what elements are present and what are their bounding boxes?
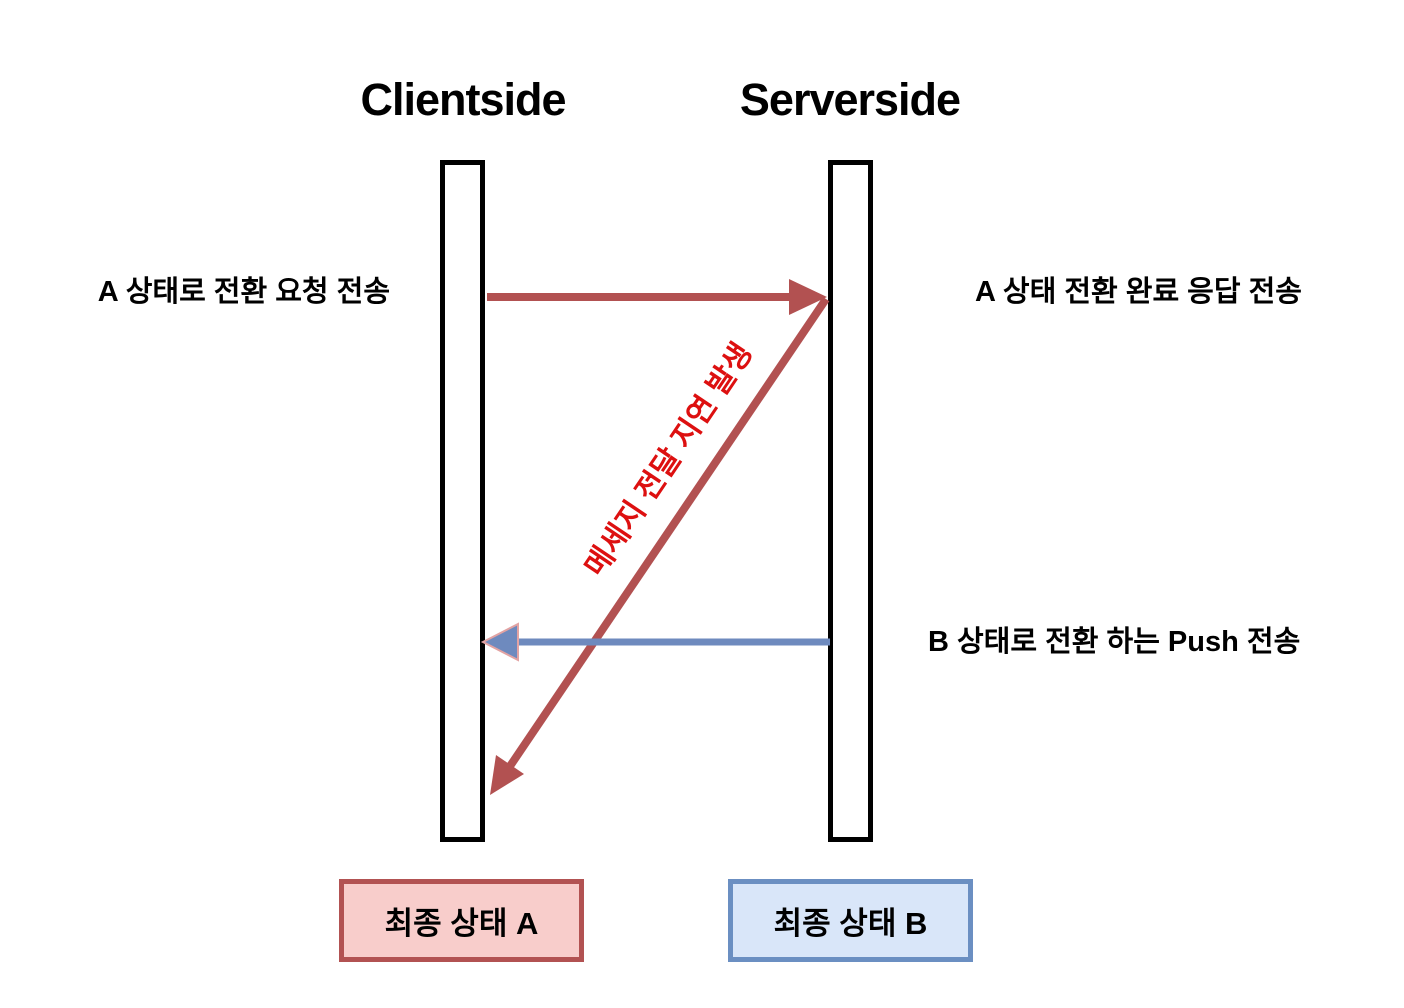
delayed-response-arrowhead bbox=[490, 755, 524, 795]
final-state-a-box: 최종 상태 A bbox=[339, 879, 584, 962]
push-message-label: B 상태로 전환 하는 Push 전송 bbox=[928, 626, 1301, 658]
final-state-b-box: 최종 상태 B bbox=[728, 879, 973, 962]
final-state-b-label: 최종 상태 B bbox=[773, 906, 928, 941]
push-arrowhead bbox=[480, 622, 519, 662]
final-state-a-label: 최종 상태 A bbox=[384, 906, 539, 941]
lifeline-title-serverside: Serverside bbox=[739, 74, 961, 125]
request-arrowhead bbox=[789, 279, 827, 315]
delayed-response-arrow-line bbox=[498, 296, 830, 781]
lifeline-bar-client bbox=[440, 160, 485, 842]
lifeline-title-clientside: Clientside bbox=[360, 74, 566, 125]
request-message-label: A 상태로 전환 요청 전송 bbox=[97, 276, 390, 308]
response-message-label: A 상태 전환 완료 응답 전송 bbox=[975, 276, 1302, 308]
lifeline-bar-server bbox=[828, 160, 873, 842]
